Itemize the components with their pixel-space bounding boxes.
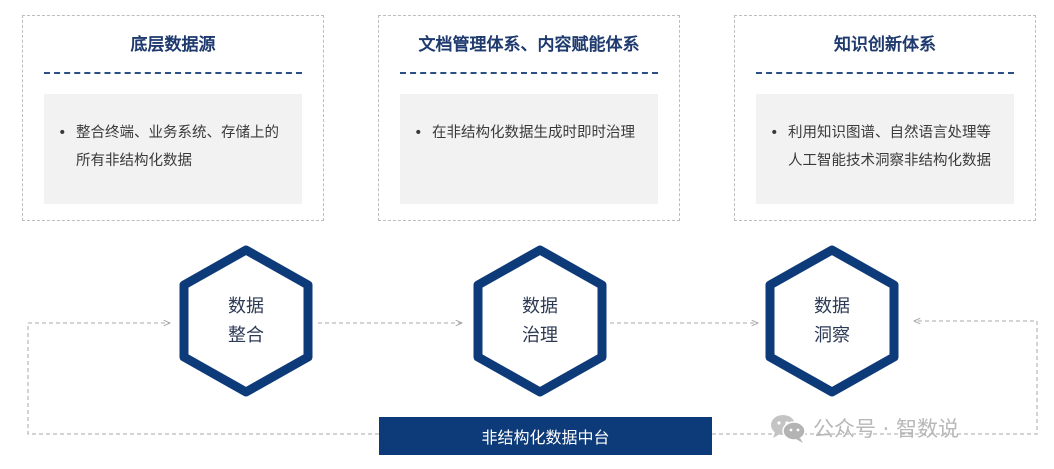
hexagon-label: 数据 洞察 bbox=[764, 292, 900, 350]
bullet-dot: • bbox=[414, 125, 423, 141]
hexagon-label-line1: 数据 bbox=[814, 296, 850, 317]
column-card-data-source: 底层数据源 • 整合终端、业务系统、存储上的所有非结构化数据 bbox=[22, 15, 324, 221]
bullet-text: 利用知识图谱、自然语言处理等人工智能技术洞察非结构化数据 bbox=[788, 125, 991, 169]
bullet-text: 在非结构化数据生成时即时治理 bbox=[432, 125, 635, 141]
hexagon-data-governance: 数据 治理 bbox=[472, 245, 608, 397]
hexagon-label-line1: 数据 bbox=[522, 296, 558, 317]
hexagon-label-line2: 整合 bbox=[228, 325, 264, 346]
column-title: 文档管理体系、内容赋能体系 bbox=[418, 35, 640, 55]
hexagon-shape bbox=[179, 245, 313, 397]
hexagon-label-line2: 洞察 bbox=[814, 325, 850, 346]
bullet-text: 整合终端、业务系统、存储上的所有非结构化数据 bbox=[76, 125, 279, 169]
description-box: • 利用知识图谱、自然语言处理等人工智能技术洞察非结构化数据 bbox=[756, 94, 1014, 204]
column-title: 底层数据源 bbox=[130, 35, 216, 55]
hexagon-data-insight: 数据 洞察 bbox=[764, 245, 900, 397]
platform-bar: 非结构化数据中台 bbox=[379, 417, 712, 455]
title-divider bbox=[400, 72, 658, 74]
hexagon-label-line2: 治理 bbox=[522, 325, 558, 346]
wechat-icon bbox=[771, 415, 806, 443]
bullet-item: • 整合终端、业务系统、存储上的所有非结构化数据 bbox=[58, 119, 282, 175]
description-box: • 在非结构化数据生成时即时治理 bbox=[400, 94, 658, 204]
hexagon-label-line1: 数据 bbox=[228, 296, 264, 317]
bullet-dot: • bbox=[770, 125, 779, 141]
column-title: 知识创新体系 bbox=[834, 35, 936, 55]
title-divider bbox=[756, 72, 1014, 74]
description-box: • 整合终端、业务系统、存储上的所有非结构化数据 bbox=[44, 94, 302, 204]
platform-label: 非结构化数据中台 bbox=[481, 428, 610, 447]
loop-connector-right bbox=[712, 321, 1038, 435]
column-card-knowledge-innovation: 知识创新体系 • 利用知识图谱、自然语言处理等人工智能技术洞察非结构化数据 bbox=[734, 15, 1036, 221]
column-card-document-management: 文档管理体系、内容赋能体系 • 在非结构化数据生成时即时治理 bbox=[378, 15, 680, 221]
hexagon-label: 数据 治理 bbox=[472, 292, 608, 350]
hexagon-data-integration: 数据 整合 bbox=[178, 245, 314, 397]
hexagon-shape bbox=[765, 245, 899, 397]
watermark-text: 公众号 · 智数说 bbox=[813, 417, 960, 441]
title-divider bbox=[44, 72, 302, 74]
bullet-dot: • bbox=[58, 125, 67, 141]
hexagon-label: 数据 整合 bbox=[178, 292, 314, 350]
hexagon-shape bbox=[473, 245, 607, 397]
bullet-item: • 利用知识图谱、自然语言处理等人工智能技术洞察非结构化数据 bbox=[770, 119, 1000, 175]
bullet-item: • 在非结构化数据生成时即时治理 bbox=[414, 119, 638, 147]
watermark: 公众号 · 智数说 bbox=[769, 410, 959, 446]
loop-connector-left bbox=[27, 323, 379, 435]
